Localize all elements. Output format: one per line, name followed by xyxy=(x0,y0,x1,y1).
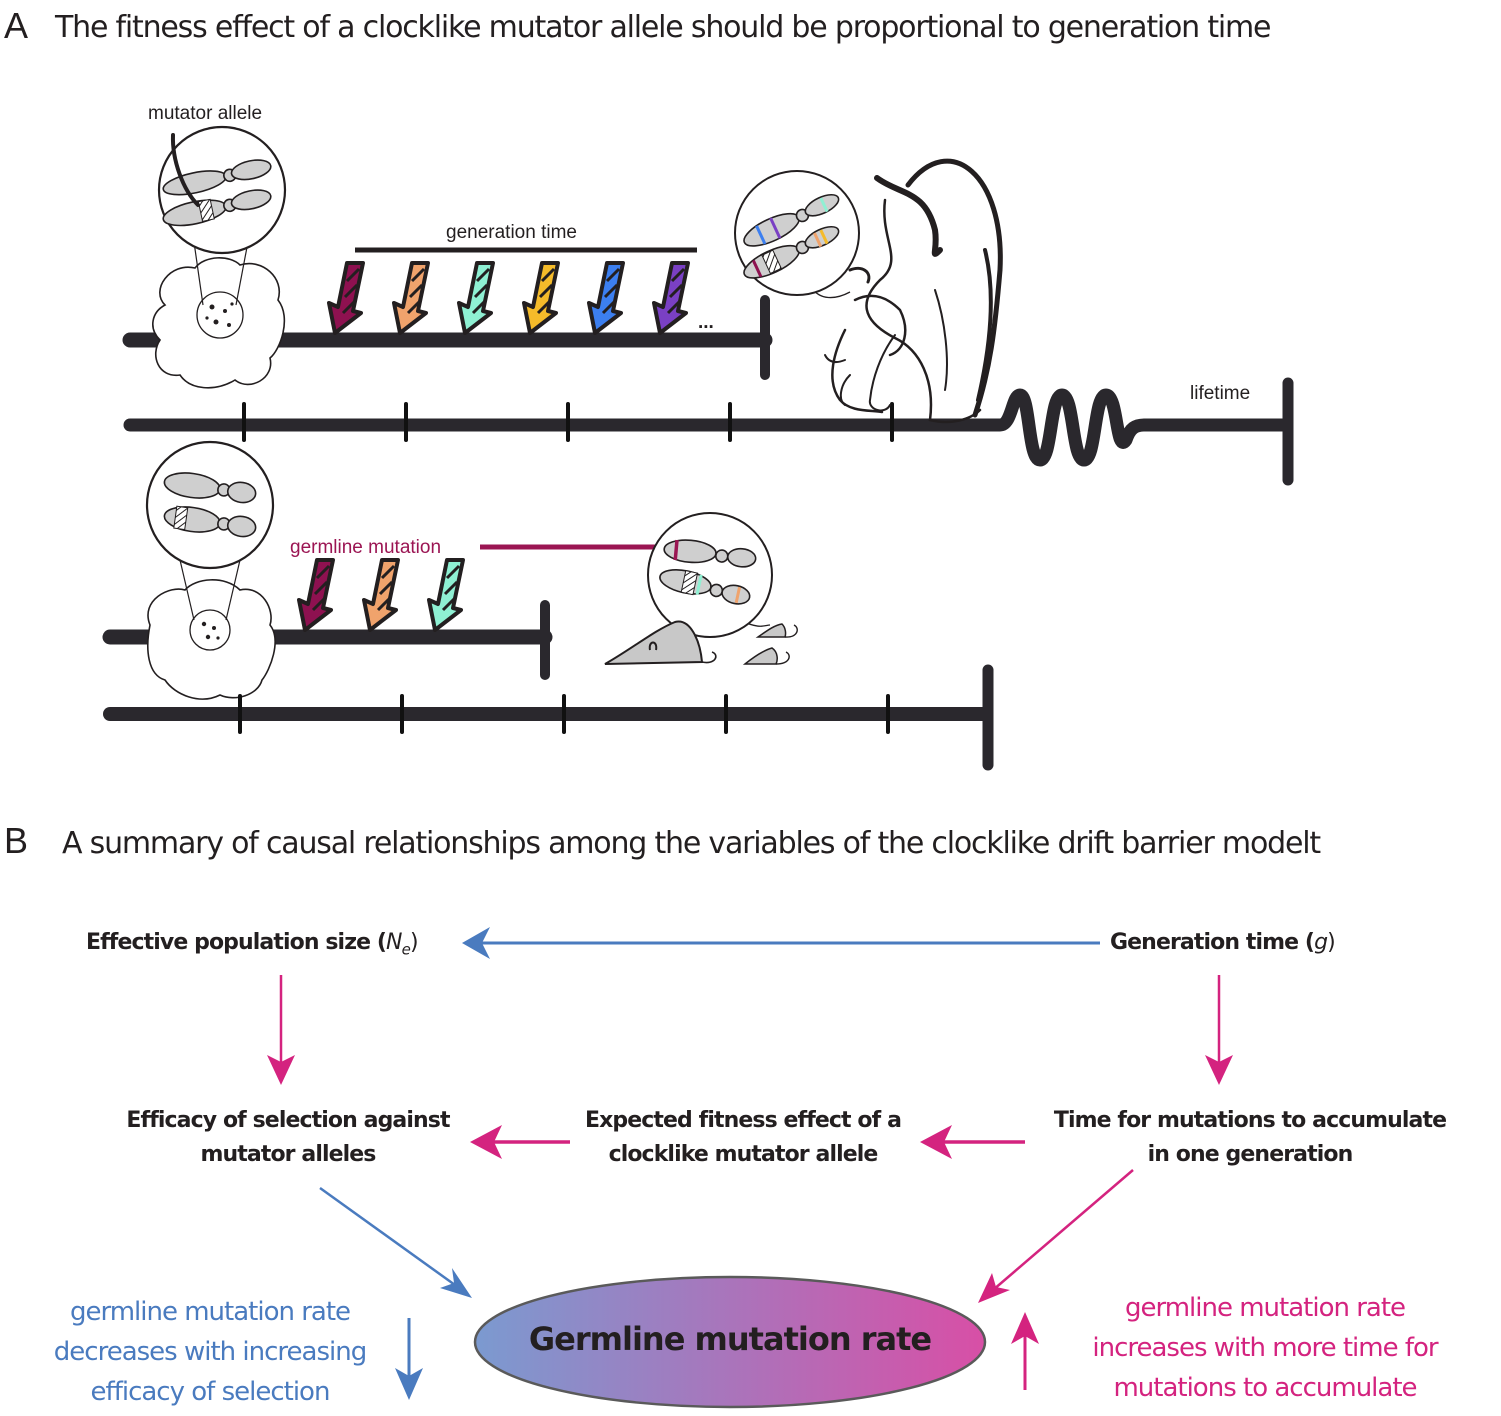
mutator-allele-pointer xyxy=(170,133,200,207)
node-g-close: ) xyxy=(1327,930,1336,955)
human-parent-chromosome-magnifier xyxy=(157,125,287,255)
note-decrease: germline mutation rate decreases with in… xyxy=(20,1292,400,1412)
mother-child-illustration xyxy=(824,158,1003,424)
mutation-arrow-icon xyxy=(457,261,495,335)
germline-mutation-rate-label: Germline mutation rate xyxy=(528,1320,932,1358)
arrow-generation-to-time xyxy=(1205,975,1233,1085)
mutator-allele-label: mutator allele xyxy=(148,103,263,124)
arrow-efficacy-to-rate xyxy=(319,1186,472,1298)
mouse-lifetime-timeline xyxy=(103,664,994,771)
arrow-generation-to-population xyxy=(462,927,1100,959)
mouse-offspring-chromosome-magnifier xyxy=(647,512,773,638)
node-expected-fitness-effect: Expected fitness effect of a clocklike m… xyxy=(543,1104,943,1172)
germline-mutation-rate-node xyxy=(473,1275,987,1409)
ellipsis-label: ... xyxy=(698,312,714,333)
node-fitness-line2: clocklike mutator allele xyxy=(608,1142,879,1167)
mutation-arrow-icon xyxy=(652,261,690,335)
note-decrease-line3: efficacy of selection xyxy=(90,1377,331,1407)
node-generation-time: Generation time (g) xyxy=(1110,926,1336,960)
arrow-time-to-fitness xyxy=(920,1125,1025,1159)
node-time-for-mutations: Time for mutations to accumulate in one … xyxy=(1030,1104,1470,1172)
mouse-icon xyxy=(604,620,717,665)
mouse-mutation-arrows xyxy=(297,558,465,632)
germline-mutation-label: germline mutation xyxy=(290,537,442,558)
generation-time-label: generation time xyxy=(446,222,577,243)
mutation-arrow-icon xyxy=(297,558,335,632)
node-fitness-line1: Expected fitness effect of a xyxy=(584,1108,902,1133)
mutation-arrow-icon xyxy=(587,261,625,335)
node-ne-subscript: e xyxy=(401,940,411,959)
note-increase-line3: mutations to accumulate xyxy=(1113,1373,1417,1403)
chromosome-icon xyxy=(162,159,272,196)
node-efficacy-line1: Efficacy of selection against xyxy=(126,1108,450,1133)
node-efficacy-of-selection: Efficacy of selection against mutator al… xyxy=(88,1104,488,1172)
decrease-arrow-icon xyxy=(395,1318,423,1400)
mouse-pup-icon xyxy=(742,623,798,665)
panel-b-title: A summary of causal relationships among … xyxy=(62,826,1321,861)
note-increase-line2: increases with more time for xyxy=(1092,1333,1438,1363)
panel-a-title: The fitness effect of a clocklike mutato… xyxy=(55,10,1271,45)
mutation-arrow-icon xyxy=(392,261,430,335)
mutation-arrow-icon xyxy=(362,558,400,632)
panel-a-illustration xyxy=(102,125,1294,771)
node-ne-close: ) xyxy=(409,930,419,955)
arrow-population-to-efficacy xyxy=(267,975,295,1085)
node-g-text: Generation time ( xyxy=(1110,930,1315,955)
note-increase: germline mutation rate increases with mo… xyxy=(1050,1288,1480,1408)
increase-arrow-icon xyxy=(1011,1312,1039,1390)
arrow-time-to-rate xyxy=(978,1169,1134,1303)
mutation-arrow-icon xyxy=(327,261,365,335)
mutation-arrow-icon xyxy=(427,558,465,632)
node-efficacy-line2: mutator alleles xyxy=(200,1142,377,1167)
node-ne-text: Effective population size ( xyxy=(86,930,387,955)
human-mutation-arrows xyxy=(327,261,690,335)
arrow-fitness-to-efficacy xyxy=(470,1125,570,1159)
lifetime-label: lifetime xyxy=(1190,383,1251,404)
node-ne-symbol: N xyxy=(386,930,402,955)
node-time-line2: in one generation xyxy=(1147,1142,1354,1167)
note-increase-line1: germline mutation rate xyxy=(1124,1293,1406,1323)
note-decrease-line2: decreases with increasing xyxy=(53,1337,367,1367)
human-offspring-chromosome-magnifier xyxy=(734,170,860,299)
mouse-cell-icon xyxy=(147,559,276,700)
panel-b-letter: B xyxy=(4,820,29,861)
panel-a-letter: A xyxy=(4,5,29,46)
node-effective-population-size: Effective population size (Ne) xyxy=(86,926,419,966)
mutation-arrow-icon xyxy=(522,261,560,335)
human-lifetime-timeline xyxy=(123,377,1294,486)
node-g-symbol: g xyxy=(1314,930,1328,955)
note-decrease-line1: germline mutation rate xyxy=(69,1297,351,1327)
mouse-parent-chromosome-magnifier xyxy=(145,440,275,570)
node-time-line1: Time for mutations to accumulate xyxy=(1053,1108,1447,1133)
chromosome-icon xyxy=(162,189,272,227)
